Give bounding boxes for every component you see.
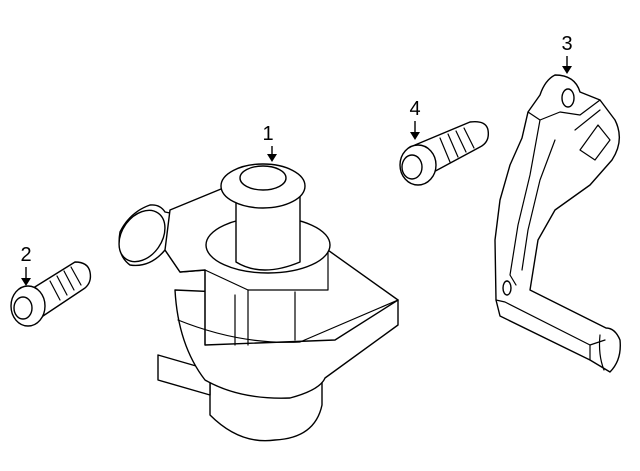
callout-2: 2 <box>20 244 32 286</box>
callout-3-label: 3 <box>561 33 572 55</box>
callout-4: 4 <box>409 98 421 140</box>
callout-2-label: 2 <box>20 244 31 266</box>
callout-1-label: 1 <box>262 123 273 145</box>
part-2-bolt <box>10 261 92 327</box>
part-3-bracket <box>494 74 621 373</box>
callout-3: 3 <box>561 33 573 74</box>
part-4-bolt <box>399 120 490 186</box>
part-1-pump <box>118 163 399 442</box>
callout-4-label: 4 <box>409 98 420 120</box>
callout-1: 1 <box>262 123 277 162</box>
